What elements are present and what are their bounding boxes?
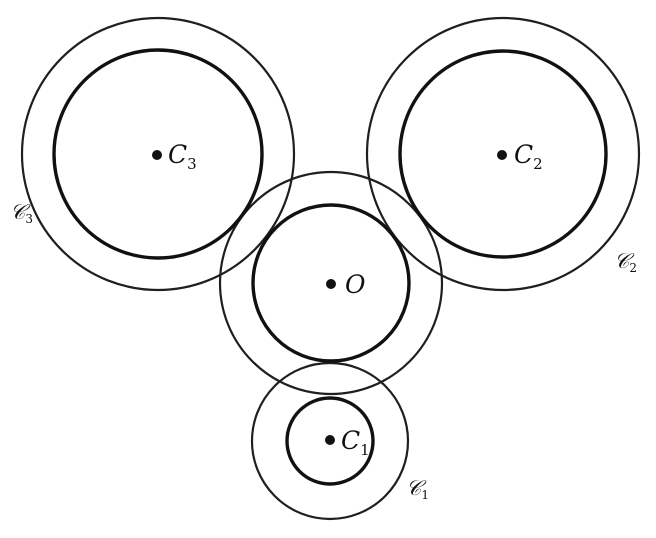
center-point-c1 <box>325 435 335 445</box>
outer-circle-c1 <box>250 361 410 521</box>
center-label-c3-letter: C <box>168 140 187 169</box>
curve-label-k3: 𝒞3 <box>10 200 33 226</box>
inner-circle-c3 <box>52 48 264 260</box>
center-label-c1-sub: 1 <box>360 441 370 459</box>
center-label-c2: C2 <box>514 140 543 173</box>
center-label-c3-sub: 3 <box>187 155 197 173</box>
center-label-c1-letter: C <box>341 426 360 455</box>
center-label-c3: C3 <box>168 140 197 173</box>
center-label-c2-sub: 2 <box>533 155 543 173</box>
outer-circle-c3 <box>20 16 296 292</box>
center-point-c2 <box>497 150 507 160</box>
center-label-c1: C1 <box>341 426 370 459</box>
inner-circle-o <box>251 203 411 363</box>
center-point-c3 <box>152 150 162 160</box>
curve-label-k3-sub: 3 <box>25 212 33 226</box>
inner-circle-c1 <box>285 396 375 486</box>
center-label-o: O <box>345 270 366 299</box>
curve-label-k1-sub: 1 <box>421 488 429 502</box>
center-label-c2-letter: C <box>514 140 533 169</box>
outer-circle-o <box>218 170 444 396</box>
inner-circle-c2 <box>398 49 608 259</box>
outer-circle-c2 <box>365 16 641 292</box>
center-point-o <box>326 279 336 289</box>
curve-label-k2-sub: 2 <box>629 261 637 275</box>
curve-label-k2: 𝒞2 <box>614 249 637 275</box>
center-label-o-letter: O <box>345 270 366 299</box>
curve-label-k1: 𝒞1 <box>406 476 429 502</box>
